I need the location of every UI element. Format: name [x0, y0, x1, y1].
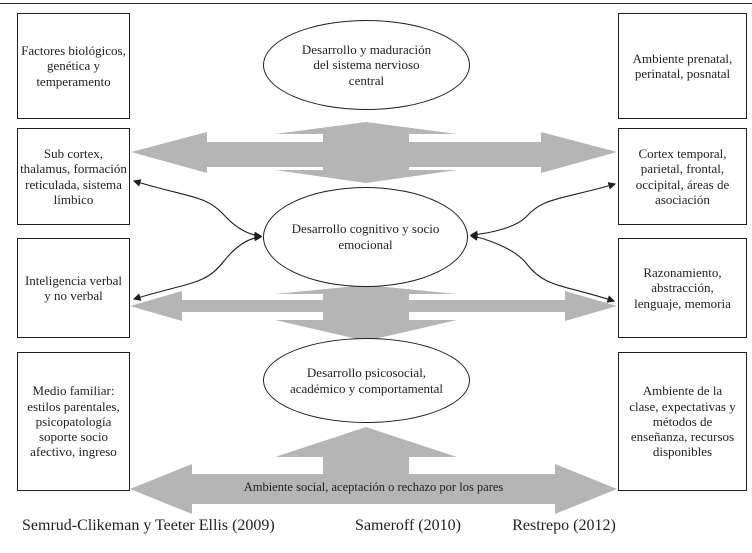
citation-semrud-clikeman: Semrud-Clikeman y Teeter Ellis (2009) [22, 517, 275, 534]
bottom-arrow-label: Ambiente social, aceptación o rechazo po… [243, 480, 504, 494]
box-medio-familiar: Medio familiar: estilos parentales, psic… [17, 352, 130, 491]
curved-arrow-right-lower [469, 233, 616, 303]
big-arrow-middle-vertical [275, 285, 457, 341]
big-arrow-bottom-horizontal [130, 464, 617, 514]
box-cortex-temporal: Cortex temporal, parietal, frontal, occi… [618, 128, 747, 225]
ellipse-sistema-nervioso: Desarrollo y maduración del sistema nerv… [263, 20, 470, 110]
big-arrow-top-vertical [275, 122, 457, 183]
box-razonamiento: Razonamiento, abstracción, lenguaje, mem… [618, 238, 747, 338]
big-arrow-bottom-vertical [275, 427, 457, 504]
box-ambiente-clase: Ambiente de la clase, expectativas y mét… [618, 352, 747, 491]
citation-restrepo: Restrepo (2012) [512, 517, 616, 534]
top-rule [0, 3, 752, 4]
box-ambiente-prenatal: Ambiente prenatal, perinatal, posnatal [618, 13, 747, 119]
curved-arrow-right-upper [469, 182, 617, 239]
curved-arrow-left-upper [132, 179, 263, 240]
ellipse-psicosocial: Desarrollo psicosocial, académico y comp… [263, 338, 470, 423]
box-factores-biologicos: Factores biológicos, genética y temperam… [17, 13, 130, 119]
box-inteligencia: Inteligencia verbal y no verbal [17, 238, 130, 338]
box-sub-cortex: Sub cortex, thalamus, formación reticula… [17, 128, 130, 225]
citation-sameroff: Sameroff (2010) [355, 517, 461, 534]
curved-arrow-left-lower [132, 233, 263, 301]
ellipse-cognitivo-socioemocional: Desarrollo cognitivo y socio emocional [263, 187, 468, 287]
